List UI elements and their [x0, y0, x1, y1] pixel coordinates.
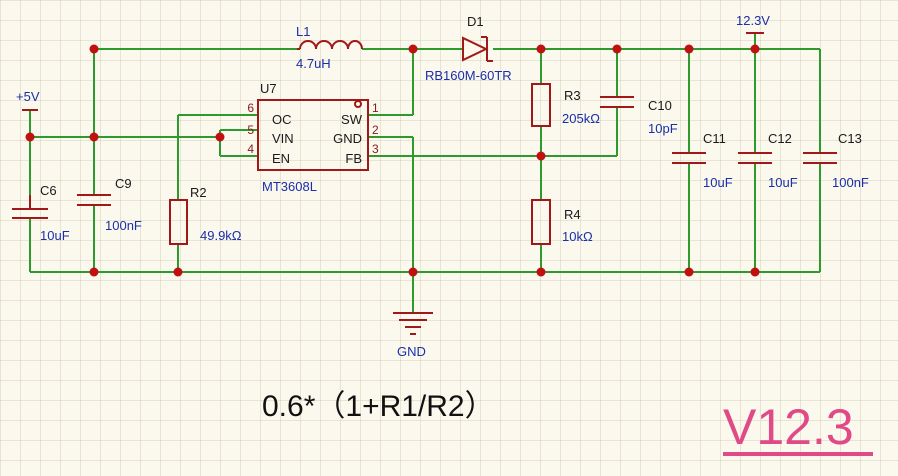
c13-value: 100nF — [832, 175, 869, 190]
r4-ref: R4 — [564, 207, 581, 222]
capacitor-c10 — [600, 96, 634, 108]
input-rail-label: +5V — [16, 89, 40, 104]
resistor-r3 — [531, 83, 551, 127]
ic-part: MT3608L — [262, 179, 317, 194]
r2-value: 49.9kΩ — [200, 228, 242, 243]
c9-value: 100nF — [105, 218, 142, 233]
inductor-value: 4.7uH — [296, 56, 331, 71]
capacitor-c9 — [77, 194, 111, 206]
ic-pin-name-oc: OC — [272, 112, 292, 127]
ic-pin-num-6: 6 — [247, 101, 254, 115]
c13-ref: C13 — [838, 131, 862, 146]
version-text: V12.3 — [723, 399, 854, 455]
c6-value: 10uF — [40, 228, 70, 243]
c10-ref: C10 — [648, 98, 672, 113]
ic-pin-name-gnd: GND — [333, 131, 362, 146]
inductor-ref: L1 — [296, 24, 310, 39]
r3-ref: R3 — [564, 88, 581, 103]
ic-pin-name-vin: VIN — [272, 131, 294, 146]
output-rail-label: 12.3V — [736, 13, 770, 28]
inductor-l1 — [297, 40, 363, 50]
junctions — [25, 44, 760, 277]
r3-value: 205kΩ — [562, 111, 600, 126]
capacitor-c13 — [803, 152, 837, 164]
capacitor-c11 — [672, 152, 706, 164]
r2-ref: R2 — [190, 185, 207, 200]
c10-value: 10pF — [648, 121, 678, 136]
c9-ref: C9 — [115, 176, 132, 191]
divider-formula: 0.6*（1+R1/R2） — [262, 390, 495, 423]
ic-pin-num-2: 2 — [372, 123, 379, 137]
ic-pin-name-sw: SW — [341, 112, 363, 127]
ic-pin-num-4: 4 — [247, 142, 254, 156]
ground-symbol — [393, 312, 433, 335]
c12-value: 10uF — [768, 175, 798, 190]
ground-label: GND — [397, 344, 426, 359]
ic-pin-name-en: EN — [272, 151, 290, 166]
resistor-r2 — [169, 199, 188, 245]
ic-pin-num-3: 3 — [372, 142, 379, 156]
ic-pin-num-5: 5 — [247, 123, 254, 137]
ic-u7-body — [257, 99, 369, 171]
c12-ref: C12 — [768, 131, 792, 146]
c6-ref: C6 — [40, 183, 57, 198]
c11-ref: C11 — [703, 131, 726, 146]
capacitor-c12 — [738, 152, 772, 164]
ic-ref: U7 — [260, 81, 277, 96]
ic-pin-name-fb: FB — [345, 151, 362, 166]
diode-ref: D1 — [467, 14, 484, 29]
ic-pin-num-1: 1 — [372, 101, 379, 115]
diode-d1 — [462, 36, 493, 62]
r4-value: 10kΩ — [562, 229, 593, 244]
diode-value: RB160M-60TR — [425, 68, 512, 83]
capacitor-c6 — [12, 195, 48, 219]
resistor-r4 — [531, 199, 551, 245]
c11-value: 10uF — [703, 175, 733, 190]
